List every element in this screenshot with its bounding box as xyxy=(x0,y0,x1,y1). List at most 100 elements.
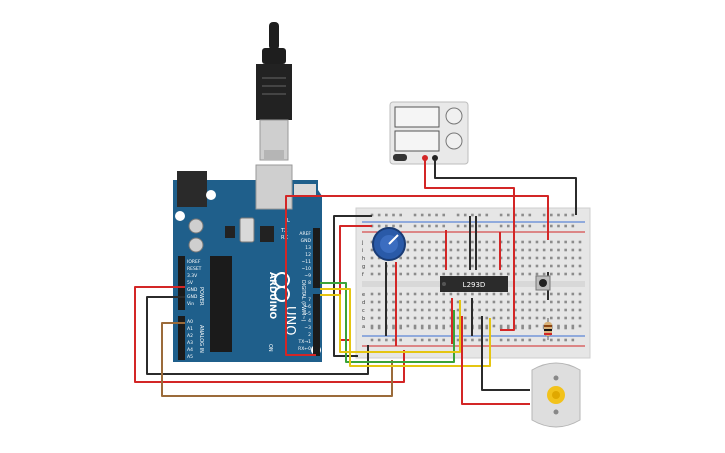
breadboard-hole[interactable] xyxy=(392,300,395,304)
breadboard-hole[interactable] xyxy=(478,338,481,342)
breadboard-hole[interactable] xyxy=(485,326,489,330)
breadboard-hole[interactable] xyxy=(413,324,417,328)
breadboard-hole[interactable] xyxy=(506,224,510,228)
breadboard-hole[interactable] xyxy=(506,292,510,296)
breadboard-hole[interactable] xyxy=(399,264,402,268)
breadboard-hole[interactable] xyxy=(435,316,438,320)
breadboard-hole[interactable] xyxy=(428,300,431,304)
breadboard-hole[interactable] xyxy=(406,272,410,276)
breadboard-hole[interactable] xyxy=(564,324,567,328)
breadboard-hole[interactable] xyxy=(420,326,424,330)
breadboard-hole[interactable] xyxy=(492,308,496,312)
reset-button[interactable] xyxy=(239,217,255,243)
breadboard-hole[interactable] xyxy=(471,272,474,276)
breadboard-hole[interactable] xyxy=(514,240,517,244)
breadboard-hole[interactable] xyxy=(535,292,539,296)
breadboard-hole[interactable] xyxy=(377,308,381,312)
breadboard-hole[interactable] xyxy=(578,308,582,312)
breadboard-hole[interactable] xyxy=(435,256,438,260)
breadboard-hole[interactable] xyxy=(506,300,510,304)
breadboard-hole[interactable] xyxy=(428,308,431,312)
breadboard-hole[interactable] xyxy=(449,240,453,244)
breadboard-hole[interactable] xyxy=(392,338,395,342)
breadboard-hole[interactable] xyxy=(399,272,402,276)
breadboard-hole[interactable] xyxy=(492,316,496,320)
arduino-uno-board[interactable]: ARDUINO UNO DIGITAL (PWM~) POWER ANALOG … xyxy=(173,164,322,362)
breadboard-hole[interactable] xyxy=(550,308,553,312)
breadboard-hole[interactable] xyxy=(499,240,503,244)
breadboard-hole[interactable] xyxy=(564,256,567,260)
breadboard-hole[interactable] xyxy=(463,326,467,330)
breadboard-hole[interactable] xyxy=(564,224,567,228)
breadboard-hole[interactable] xyxy=(392,326,395,330)
breadboard-hole[interactable] xyxy=(406,240,410,244)
breadboard-hole[interactable] xyxy=(406,292,410,296)
breadboard-hole[interactable] xyxy=(571,300,575,304)
breadboard-hole[interactable] xyxy=(428,326,431,330)
breadboard-hole[interactable] xyxy=(499,326,503,330)
breadboard-hole[interactable] xyxy=(542,272,546,276)
breadboard-hole[interactable] xyxy=(413,213,417,217)
breadboard-hole[interactable] xyxy=(399,324,402,328)
breadboard-hole[interactable] xyxy=(521,272,524,276)
breadboard-hole[interactable] xyxy=(528,213,532,217)
breadboard-hole[interactable] xyxy=(528,300,532,304)
breadboard-hole[interactable] xyxy=(420,264,424,268)
breadboard-hole[interactable] xyxy=(506,256,510,260)
breadboard-hole[interactable] xyxy=(435,326,438,330)
breadboard-hole[interactable] xyxy=(499,338,503,342)
breadboard-hole[interactable] xyxy=(428,324,431,328)
breadboard-hole[interactable] xyxy=(499,292,503,296)
breadboard-hole[interactable] xyxy=(542,256,546,260)
breadboard-hole[interactable] xyxy=(413,308,417,312)
breadboard-hole[interactable] xyxy=(485,292,489,296)
breadboard-hole[interactable] xyxy=(535,324,539,328)
breadboard-hole[interactable] xyxy=(557,326,560,330)
breadboard-hole[interactable] xyxy=(370,240,374,244)
breadboard-hole[interactable] xyxy=(514,264,517,268)
breadboard-hole[interactable] xyxy=(514,292,517,296)
breadboard-hole[interactable] xyxy=(456,316,460,320)
breadboard-hole[interactable] xyxy=(420,300,424,304)
breadboard-hole[interactable] xyxy=(485,324,489,328)
breadboard-hole[interactable] xyxy=(506,326,510,330)
breadboard-hole[interactable] xyxy=(456,224,460,228)
breadboard-hole[interactable] xyxy=(428,292,431,296)
breadboard-hole[interactable] xyxy=(370,248,374,252)
breadboard-hole[interactable] xyxy=(557,324,560,328)
power-supply[interactable] xyxy=(389,101,469,165)
breadboard-hole[interactable] xyxy=(420,213,424,217)
breadboard-hole[interactable] xyxy=(514,213,517,217)
breadboard-hole[interactable] xyxy=(463,248,467,252)
dc-motor[interactable] xyxy=(531,362,581,428)
potentiometer[interactable] xyxy=(372,227,406,261)
breadboard-hole[interactable] xyxy=(578,248,582,252)
power-switch[interactable] xyxy=(393,154,407,161)
breadboard-hole[interactable] xyxy=(420,272,424,276)
breadboard-hole[interactable] xyxy=(514,248,517,252)
breadboard-hole[interactable] xyxy=(406,264,410,268)
breadboard-hole[interactable] xyxy=(449,292,453,296)
breadboard-hole[interactable] xyxy=(385,213,388,217)
breadboard-hole[interactable] xyxy=(392,272,395,276)
breadboard-hole[interactable] xyxy=(557,338,560,342)
breadboard-hole[interactable] xyxy=(578,316,582,320)
breadboard-hole[interactable] xyxy=(542,224,546,228)
breadboard-hole[interactable] xyxy=(478,240,481,244)
breadboard-hole[interactable] xyxy=(542,292,546,296)
breadboard-hole[interactable] xyxy=(471,248,474,252)
breadboard-hole[interactable] xyxy=(399,292,402,296)
breadboard-hole[interactable] xyxy=(471,224,474,228)
breadboard-hole[interactable] xyxy=(463,292,467,296)
breadboard-hole[interactable] xyxy=(485,240,489,244)
breadboard-hole[interactable] xyxy=(514,338,517,342)
breadboard-hole[interactable] xyxy=(550,213,553,217)
breadboard-hole[interactable] xyxy=(413,256,417,260)
breadboard-hole[interactable] xyxy=(578,256,582,260)
breadboard-hole[interactable] xyxy=(557,213,560,217)
breadboard-hole[interactable] xyxy=(442,326,446,330)
breadboard-hole[interactable] xyxy=(478,326,481,330)
breadboard-hole[interactable] xyxy=(463,240,467,244)
breadboard-hole[interactable] xyxy=(564,316,567,320)
breadboard-hole[interactable] xyxy=(428,248,431,252)
